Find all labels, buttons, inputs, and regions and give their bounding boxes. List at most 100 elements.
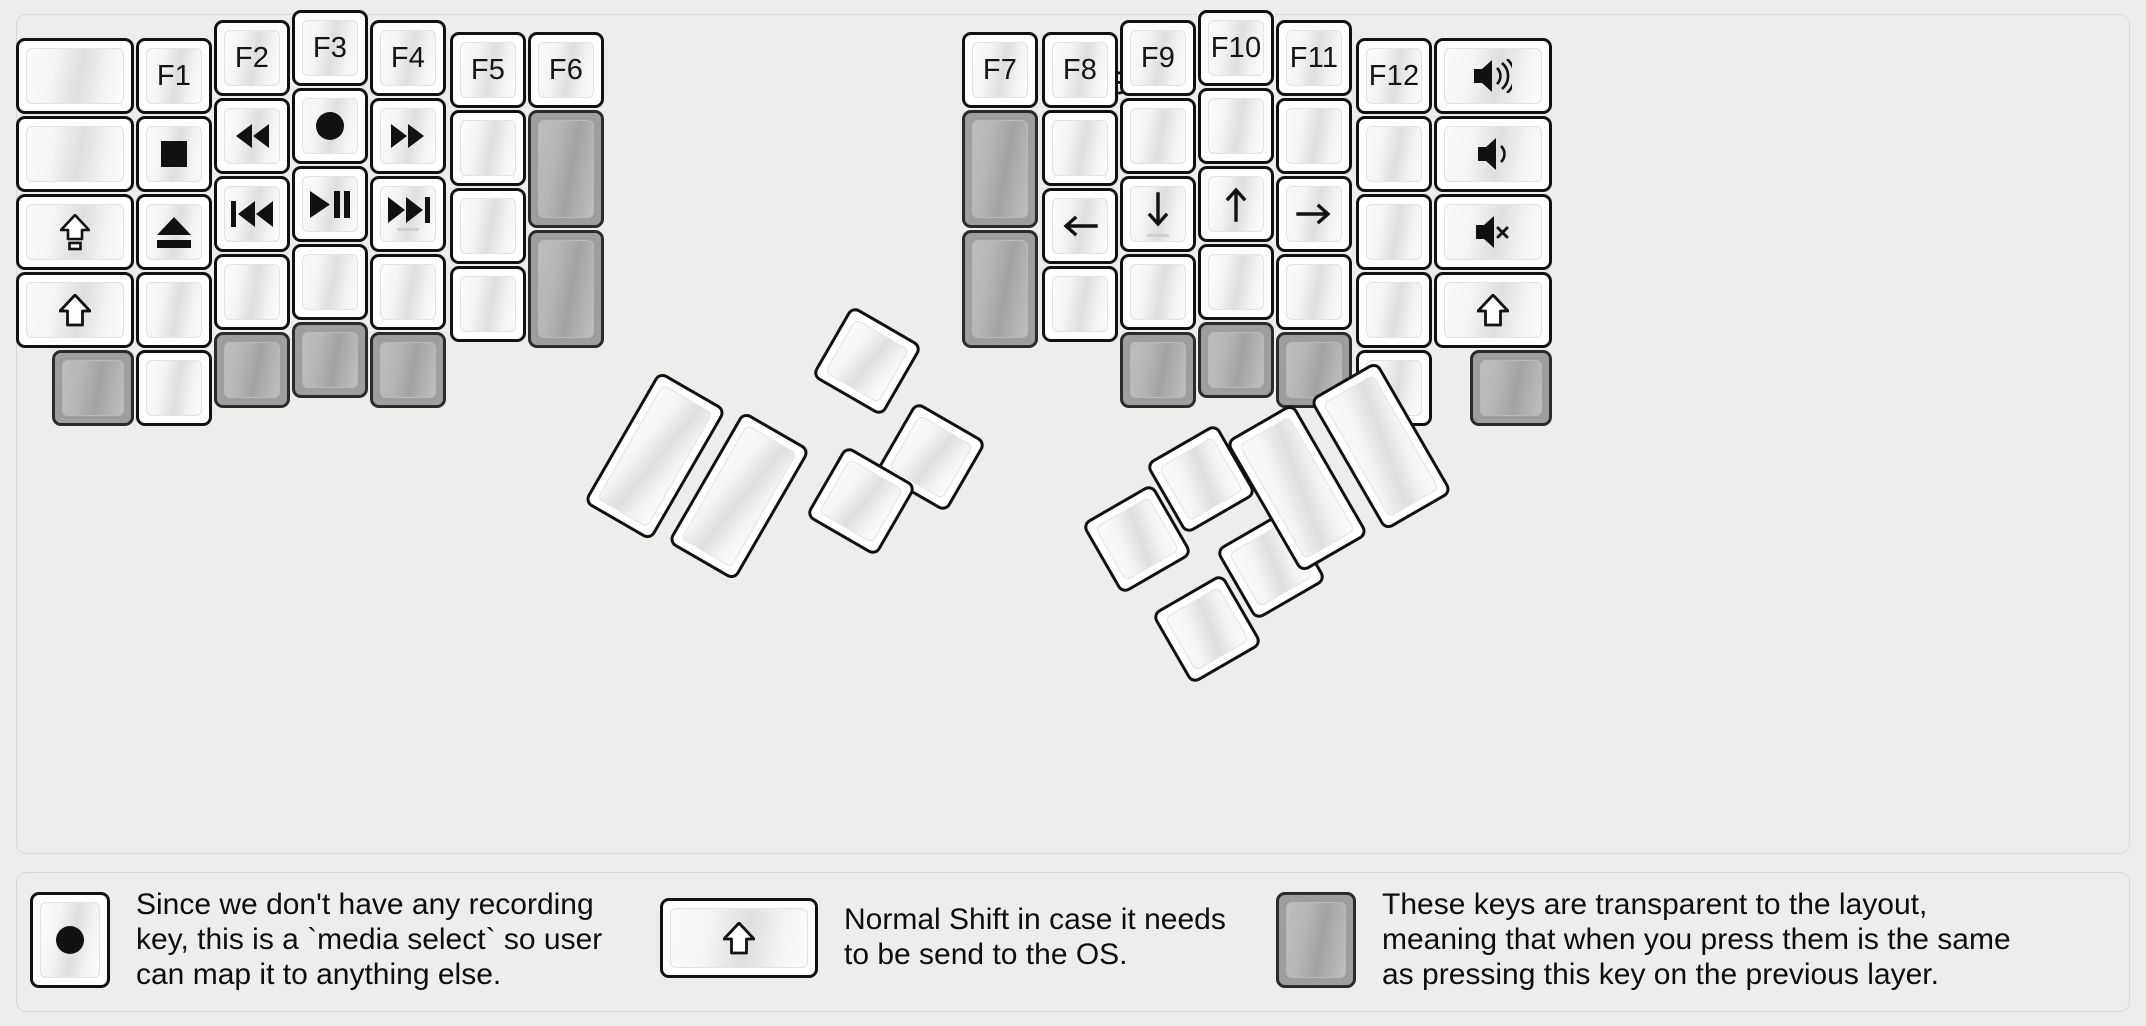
key-left-col-middle-0[interactable]: F3 <box>292 10 368 86</box>
media-rewind-icon <box>233 124 271 148</box>
key-right-col-middle-3[interactable] <box>1198 244 1274 320</box>
key-left-col-pinky-1[interactable] <box>136 116 212 192</box>
key-left-col-index-1[interactable] <box>370 98 446 174</box>
key-right-col-pinky-0[interactable]: F12 <box>1356 38 1432 114</box>
key-right-col-inner-1-2[interactable] <box>1042 188 1118 264</box>
key-cap: F4 <box>380 30 436 86</box>
key-right-col-pinky-outer-1[interactable] <box>1434 116 1552 192</box>
arrow-left-icon <box>1061 213 1099 239</box>
key-left-col-pinky-0[interactable]: F1 <box>136 38 212 114</box>
key-cap <box>460 198 516 254</box>
key-right-col-index-0[interactable]: F9 <box>1120 20 1196 96</box>
key-right-col-middle-4[interactable] <box>1198 322 1274 398</box>
media-next-track-icon <box>387 197 430 231</box>
key-cap: F1 <box>146 48 202 104</box>
key-cap <box>1130 186 1186 242</box>
key-right-col-inner-1-3[interactable] <box>1042 266 1118 342</box>
key-right-col-pinky-outer-4[interactable] <box>1470 350 1552 426</box>
key-left-col-pinky-outer-3[interactable] <box>16 272 134 348</box>
key-cap <box>40 902 100 979</box>
key-cap <box>1480 360 1542 416</box>
key-left-col-pinky-outer-2[interactable] <box>16 194 134 270</box>
key-cap <box>538 120 594 218</box>
key-left-col-ring-4[interactable] <box>214 332 290 408</box>
key-left-col-pinky-outer-4[interactable] <box>52 350 134 426</box>
key-right-col-inner-1-1[interactable] <box>1042 110 1118 186</box>
key-cap <box>1286 264 1342 320</box>
key-left-col-ring-2[interactable] <box>214 176 290 252</box>
media-play-pause-icon <box>310 190 350 218</box>
key-cap <box>1164 586 1250 672</box>
key-left-col-ring-0[interactable]: F2 <box>214 20 290 96</box>
key-left-col-inner-1-3[interactable] <box>450 266 526 342</box>
shift-icon <box>59 293 91 327</box>
key-left-col-index-3[interactable] <box>370 254 446 330</box>
key-left-col-middle-4[interactable] <box>292 322 368 398</box>
key-left-col-pinky-outer-1[interactable] <box>16 116 134 192</box>
key-left-col-inner-1-0[interactable]: F5 <box>450 32 526 108</box>
key-right-col-middle-2[interactable] <box>1198 166 1274 242</box>
key-right-col-pinky-1[interactable] <box>1356 116 1432 192</box>
key-left-col-inner-1-2[interactable] <box>450 188 526 264</box>
key-cap: F10 <box>1208 20 1264 76</box>
key-left-col-inner-2-2[interactable] <box>528 230 604 348</box>
key-cap <box>460 276 516 332</box>
key-label: F2 <box>234 41 270 74</box>
key-right-col-pinky-3[interactable] <box>1356 272 1432 348</box>
key-left-col-inner-2-0[interactable]: F6 <box>528 32 604 108</box>
key-right-col-index-3[interactable] <box>1120 254 1196 330</box>
key-cap <box>1444 282 1542 338</box>
key-right-col-ring-3[interactable] <box>1276 254 1352 330</box>
key-left-col-index-0[interactable]: F4 <box>370 20 446 96</box>
key-cap <box>224 264 280 320</box>
key-left-col-index-2[interactable] <box>370 176 446 252</box>
key-right-col-inner-2-1[interactable] <box>962 110 1038 228</box>
key-cap <box>1130 342 1186 398</box>
media-prev-track-icon <box>230 201 274 227</box>
key-cap: F2 <box>224 30 280 86</box>
key-label: F1 <box>156 59 192 92</box>
key-right-col-inner-1-0[interactable]: F8 <box>1042 32 1118 108</box>
key-left-col-middle-3[interactable] <box>292 244 368 320</box>
key-cap <box>1286 186 1342 242</box>
key-cap <box>1208 176 1264 232</box>
key-label: F6 <box>548 53 584 86</box>
key-left-col-pinky-4[interactable] <box>136 350 212 426</box>
key-left-col-pinky-3[interactable] <box>136 272 212 348</box>
key-right-col-pinky-outer-0[interactable] <box>1434 38 1552 114</box>
key-right-col-ring-1[interactable] <box>1276 98 1352 174</box>
key-right-col-ring-0[interactable]: F11 <box>1276 20 1352 96</box>
key-right-col-index-2[interactable] <box>1120 176 1196 252</box>
key-left-col-middle-2[interactable] <box>292 166 368 242</box>
key-right-col-inner-2-0[interactable]: F7 <box>962 32 1038 108</box>
key-right-col-pinky-outer-2[interactable] <box>1434 194 1552 270</box>
key-label: F4 <box>390 41 426 74</box>
key-cap <box>1286 108 1342 164</box>
key-left-col-middle-1[interactable] <box>292 88 368 164</box>
key-right-col-pinky-2[interactable] <box>1356 194 1432 270</box>
key-cap <box>1208 332 1264 388</box>
key-cap <box>1094 496 1180 582</box>
key-right-col-pinky-outer-3[interactable] <box>1434 272 1552 348</box>
key-cap <box>670 908 808 968</box>
key-left-col-pinky-2[interactable] <box>136 194 212 270</box>
key-right-col-middle-0[interactable]: F10 <box>1198 10 1274 86</box>
legend-panel <box>16 872 2130 1012</box>
key-left-col-pinky-outer-0[interactable] <box>16 38 134 114</box>
media-record-icon <box>315 111 345 141</box>
key-cap <box>1052 120 1108 176</box>
key-left-col-ring-3[interactable] <box>214 254 290 330</box>
key-left-col-index-4[interactable] <box>370 332 446 408</box>
key-left-col-inner-1-1[interactable] <box>450 110 526 186</box>
key-cap <box>972 240 1028 338</box>
key-right-col-index-1[interactable] <box>1120 98 1196 174</box>
key-right-col-middle-1[interactable] <box>1198 88 1274 164</box>
key-cap <box>1366 126 1422 182</box>
key-cap <box>302 254 358 310</box>
key-cap: F11 <box>1286 30 1342 86</box>
key-left-col-inner-2-1[interactable] <box>528 110 604 228</box>
key-left-col-ring-1[interactable] <box>214 98 290 174</box>
key-right-col-ring-2[interactable] <box>1276 176 1352 252</box>
key-right-col-inner-2-2[interactable] <box>962 230 1038 348</box>
key-right-col-index-4[interactable] <box>1120 332 1196 408</box>
